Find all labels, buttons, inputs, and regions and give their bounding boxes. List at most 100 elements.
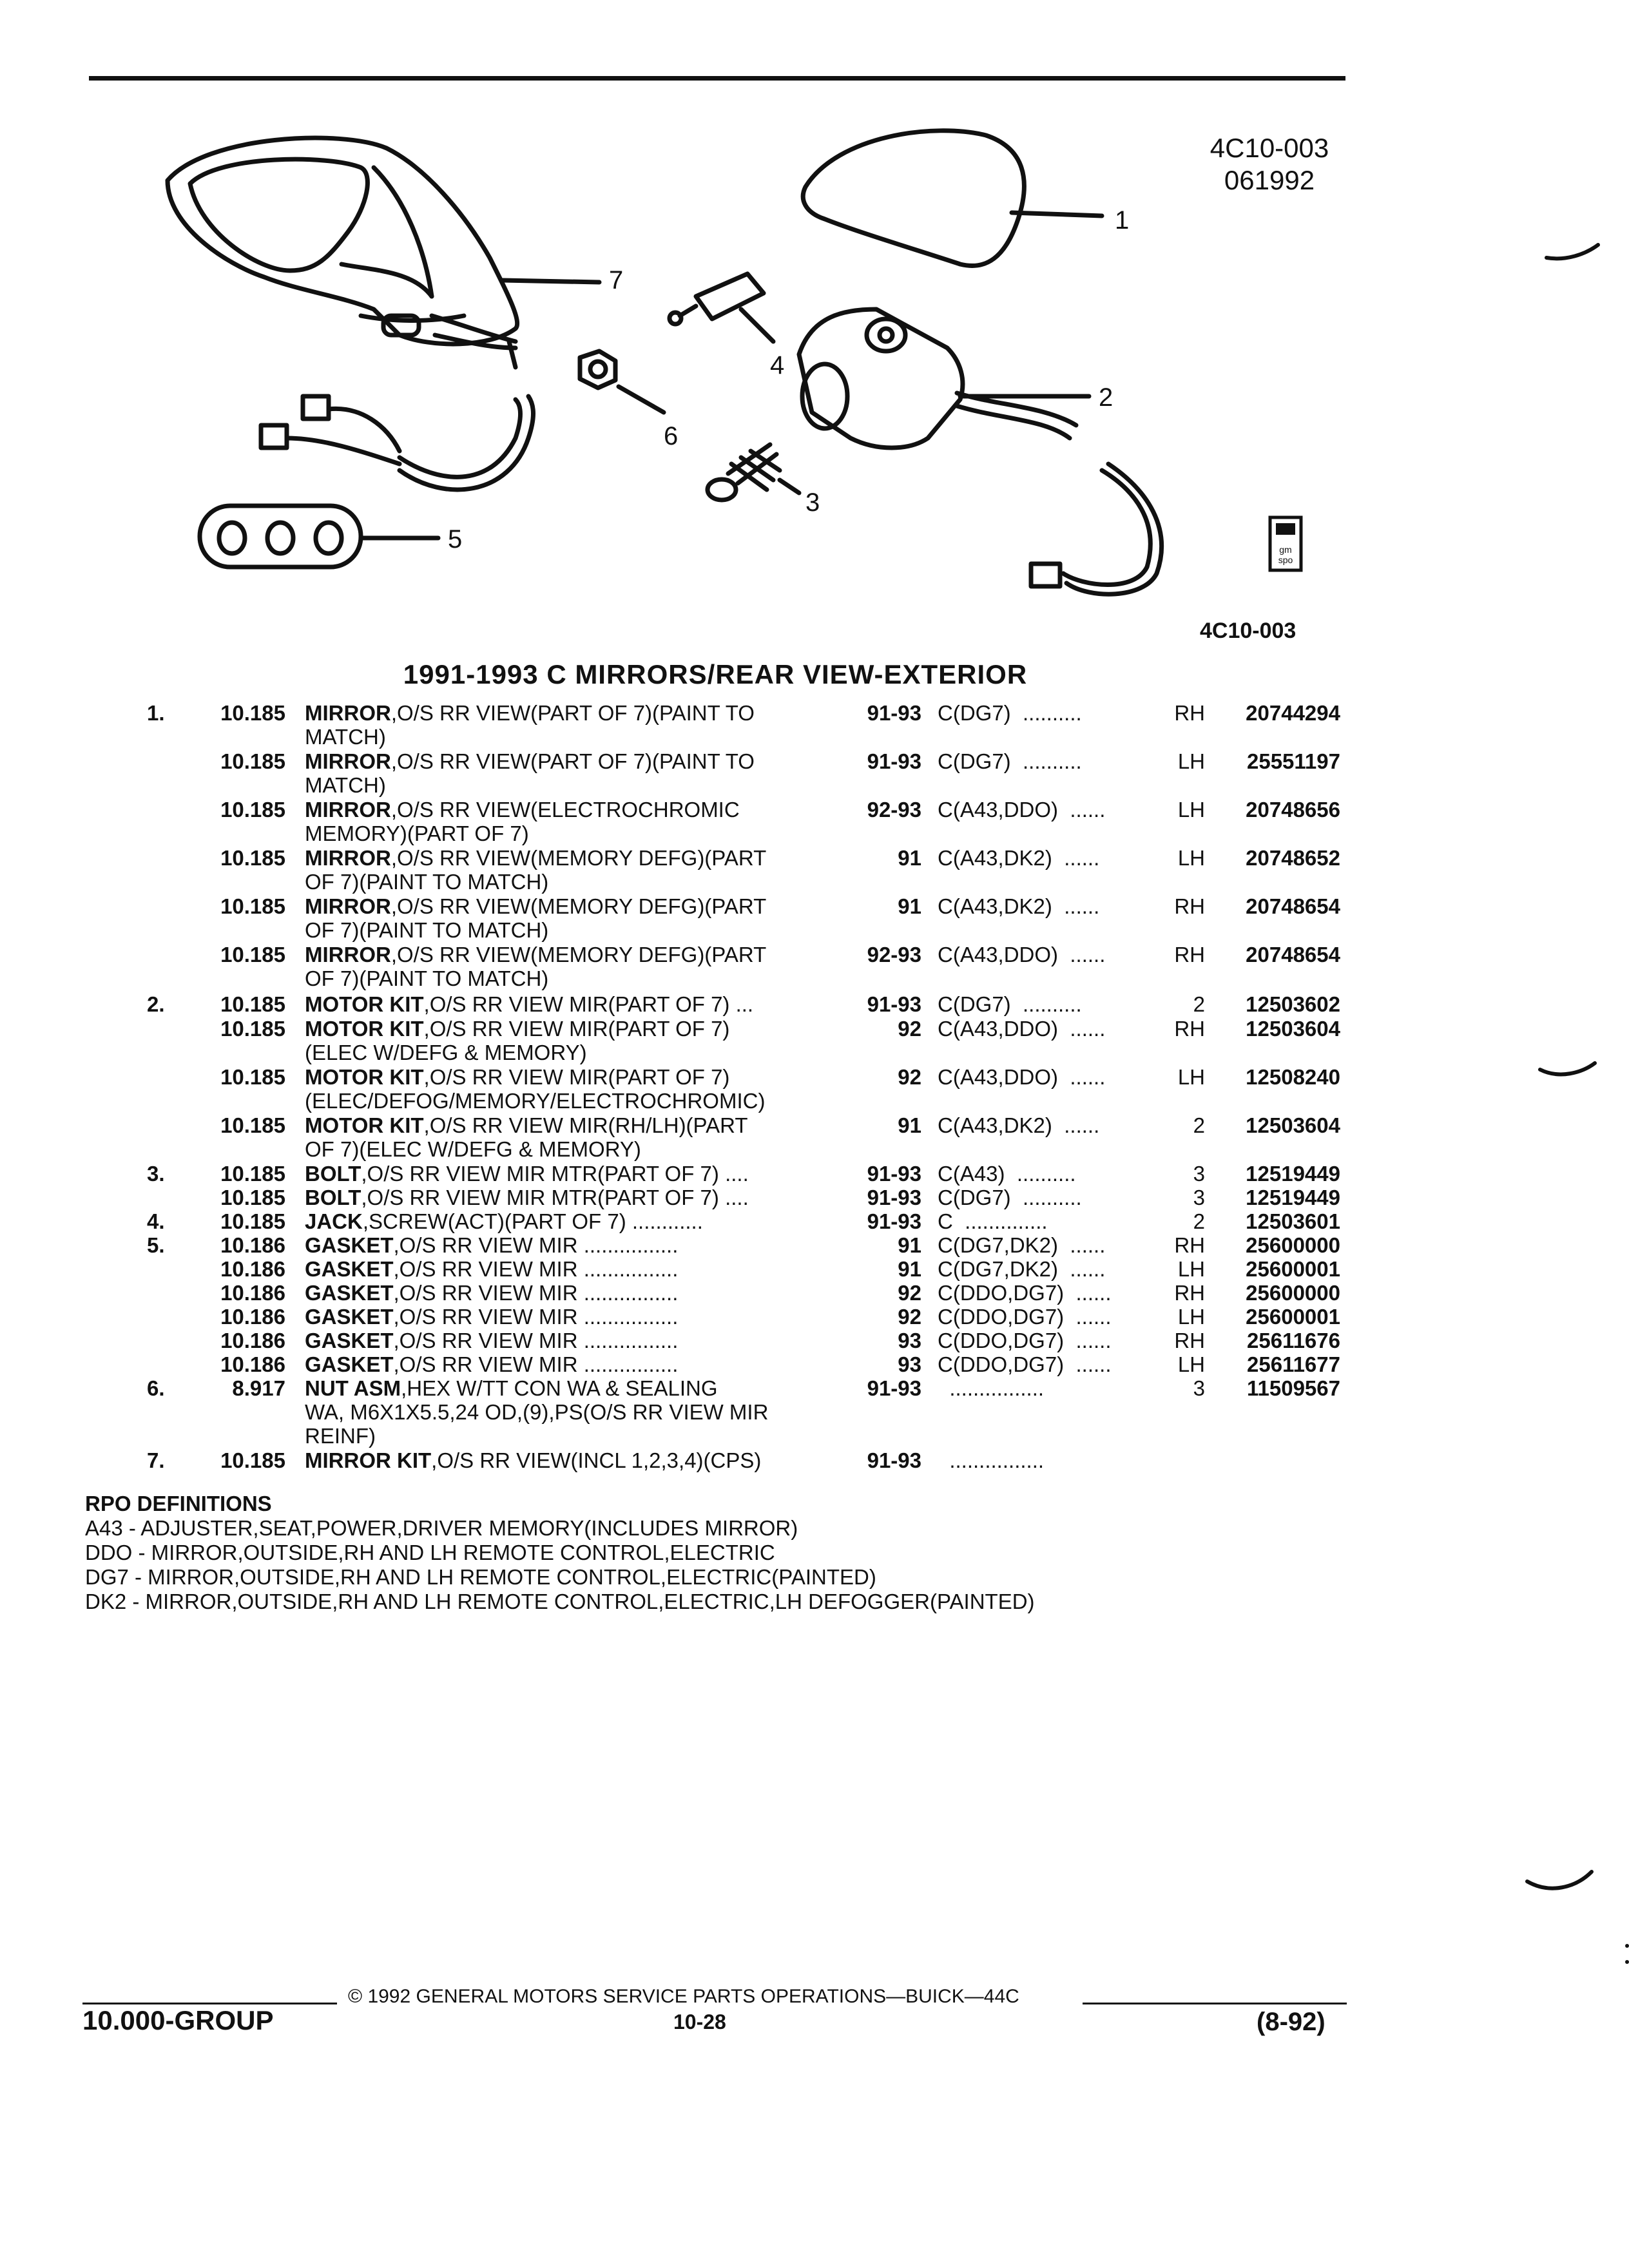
item-number: 1.	[147, 701, 165, 725]
group-number: 10.186	[220, 1352, 285, 1376]
model-years: 91-93	[867, 1209, 921, 1233]
option-codes: C(DG7) ..........	[938, 701, 1082, 725]
group-number: 10.185	[220, 1448, 285, 1472]
part-name: NUT ASM	[305, 1376, 401, 1400]
model-years: 91-93	[867, 1448, 921, 1472]
group-number: 10.185	[220, 701, 285, 725]
parts-illustration: 7 1 2 3 4 5 6	[165, 128, 1164, 597]
part-name: GASKET	[305, 1329, 394, 1352]
top-rule	[89, 76, 1345, 81]
description-text: ,O/S RR VIEW MIR ................	[393, 1233, 679, 1257]
callout-7: 7	[609, 266, 623, 294]
side-qty: LH	[1177, 749, 1205, 773]
model-years: 91	[898, 1113, 921, 1137]
model-years: 92	[898, 1305, 921, 1329]
side-qty: RH	[1174, 894, 1205, 918]
option-codes: ................	[938, 1376, 1045, 1400]
part-description: GASKET,O/S RR VIEW MIR ................	[305, 1281, 840, 1305]
description-line: MOTOR KIT,O/S RR VIEW MIR(PART OF 7) ...	[305, 992, 840, 1016]
description-text: ,O/S RR VIEW MIR MTR(PART OF 7) ....	[361, 1186, 749, 1209]
model-years: 93	[898, 1329, 921, 1352]
callout-3: 3	[805, 488, 820, 517]
description-line: GASKET,O/S RR VIEW MIR ................	[305, 1233, 840, 1257]
side-qty: RH	[1174, 1329, 1205, 1352]
model-years: 91	[898, 846, 921, 870]
description-continuation: (ELEC W/DEFG & MEMORY)	[305, 1041, 587, 1064]
page-title: 1991-1993 C MIRRORS/REAR VIEW-EXTERIOR	[403, 659, 1028, 689]
item-number: 2.	[147, 992, 165, 1016]
side-qty: 2	[1193, 1209, 1205, 1233]
side-qty: LH	[1177, 1305, 1205, 1329]
model-years: 91-93	[867, 1162, 921, 1186]
description-continuation: OF 7)(PAINT TO MATCH)	[305, 870, 549, 894]
option-codes: C(A43,DK2) ......	[938, 846, 1100, 870]
description-line: MOTOR KIT,O/S RR VIEW MIR(PART OF 7)	[305, 1065, 840, 1089]
part-number: 25600001	[1246, 1257, 1340, 1281]
group-number: 10.185	[220, 943, 285, 966]
model-years: 92	[898, 1281, 921, 1305]
part-name: MOTOR KIT	[305, 1113, 424, 1137]
gasket-drawing	[197, 503, 441, 570]
nut-drawing	[577, 349, 666, 415]
option-codes: C(DDO,DG7) ......	[938, 1305, 1112, 1329]
part-number: 12508240	[1246, 1065, 1340, 1089]
description-line: BOLT,O/S RR VIEW MIR MTR(PART OF 7) ....	[305, 1186, 840, 1209]
model-years: 91-93	[867, 701, 921, 725]
option-codes: C(DDO,DG7) ......	[938, 1329, 1112, 1352]
description-continuation: (ELEC/DEFOG/MEMORY/ELECTROCHROMIC)	[305, 1089, 766, 1113]
group-number: 10.185	[220, 1065, 285, 1089]
description-continuation: MATCH)	[305, 725, 386, 749]
side-qty: LH	[1177, 1352, 1205, 1376]
description-text: ,O/S RR VIEW(MEMORY DEFG)(PART	[390, 894, 767, 918]
option-codes: C(DDO,DG7) ......	[938, 1281, 1112, 1305]
svg-text:spo: spo	[1278, 555, 1293, 565]
part-name: GASKET	[305, 1257, 394, 1281]
description-line: GASKET,O/S RR VIEW MIR ................	[305, 1329, 840, 1352]
part-description: BOLT,O/S RR VIEW MIR MTR(PART OF 7) ....	[305, 1186, 840, 1209]
rpo-line-dg7: DG7 - MIRROR,OUTSIDE,RH AND LH REMOTE CO…	[85, 1565, 876, 1589]
page-number: 10-28	[673, 2010, 726, 2033]
group-number: 10.185	[220, 1162, 285, 1186]
description-text: ,O/S RR VIEW MIR(RH/LH)(PART	[423, 1113, 748, 1137]
side-qty: RH	[1174, 943, 1205, 966]
description-line: BOLT,O/S RR VIEW MIR MTR(PART OF 7) ....	[305, 1162, 840, 1186]
description-text: ,O/S RR VIEW MIR(PART OF 7)	[423, 1065, 730, 1089]
part-number: 20744294	[1246, 701, 1340, 725]
part-number: 12519449	[1246, 1186, 1340, 1209]
side-qty: 2	[1193, 992, 1205, 1016]
description-text: ,O/S RR VIEW(ELECTROCHROMIC	[390, 798, 740, 822]
side-qty: RH	[1174, 1281, 1205, 1305]
part-number: 20748656	[1246, 798, 1340, 822]
description-continuation: WA, M6X1X5.5,24 OD,(9),PS(O/S RR VIEW MI…	[305, 1400, 769, 1424]
description-text: ,O/S RR VIEW MIR ................	[393, 1305, 679, 1329]
option-codes: C(A43,DDO) ......	[938, 1065, 1106, 1089]
model-years: 91	[898, 1233, 921, 1257]
part-number: 25611676	[1246, 1329, 1340, 1352]
rpo-line-ddo: DDO - MIRROR,OUTSIDE,RH AND LH REMOTE CO…	[85, 1541, 775, 1564]
part-number: 25600000	[1246, 1233, 1340, 1257]
description-text: ,O/S RR VIEW MIR(PART OF 7)	[423, 1017, 730, 1041]
part-number: 12503604	[1246, 1017, 1340, 1041]
callout-4: 4	[770, 351, 784, 380]
wiring-harness-drawing	[258, 394, 535, 492]
description-line: NUT ASM,HEX W/TT CON WA & SEALING	[305, 1376, 840, 1400]
group-number: 10.185	[220, 1113, 285, 1137]
gm-spo-logo: gm spo	[1268, 515, 1303, 572]
part-number: 12503604	[1246, 1113, 1340, 1137]
part-name: MOTOR KIT	[305, 1065, 424, 1089]
callout-2: 2	[1099, 383, 1113, 412]
group-number: 10.185	[220, 1186, 285, 1209]
model-years: 91-93	[867, 992, 921, 1016]
description-continuation: OF 7)(ELEC W/DEFG & MEMORY)	[305, 1137, 641, 1161]
description-line: MIRROR KIT,O/S RR VIEW(INCL 1,2,3,4)(CPS…	[305, 1448, 840, 1472]
description-text: ,O/S RR VIEW(PART OF 7)(PAINT TO	[390, 749, 755, 773]
description-text: ,O/S RR VIEW MIR MTR(PART OF 7) ....	[361, 1162, 749, 1186]
part-description: MOTOR KIT,O/S RR VIEW MIR(PART OF 7)(ELE…	[305, 1017, 840, 1064]
description-continuation: MEMORY)(PART OF 7)	[305, 822, 529, 845]
